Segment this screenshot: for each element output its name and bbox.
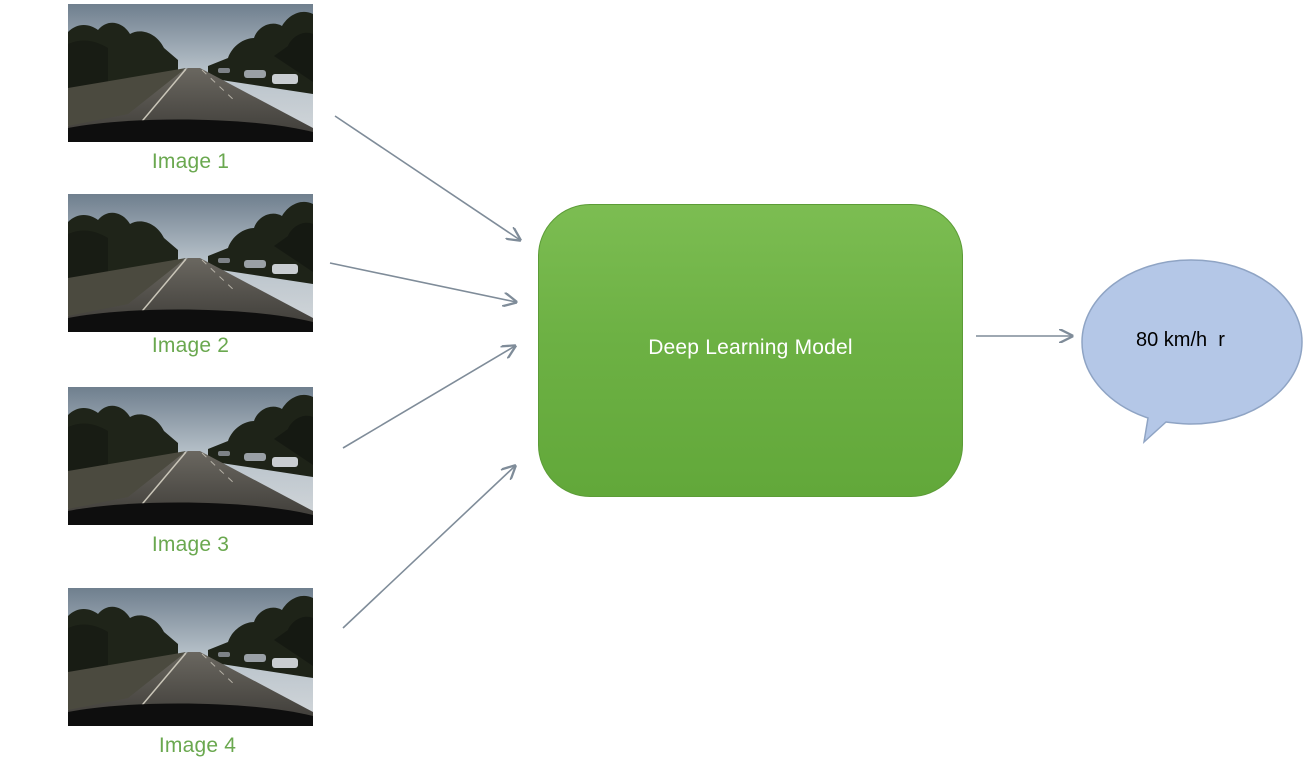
input-image-4-label: Image 4 [158,734,237,757]
output-speech-bubble [1081,259,1303,445]
arrow-image-1-to-model [334,115,520,240]
deep-learning-model-box: Deep Learning Model [538,204,963,497]
arrow-image-2-to-model [329,262,516,302]
output-speed-label: 80 km/h r [1136,329,1225,351]
model-label: Deep Learning Model [648,335,853,359]
input-image-3-label: Image 3 [151,533,230,556]
arrow-image-4-to-model [342,466,515,629]
input-image-2-label: Image 2 [151,334,230,357]
arrow-image-3-to-model [342,346,515,449]
input-image-1-label: Image 1 [151,150,230,173]
